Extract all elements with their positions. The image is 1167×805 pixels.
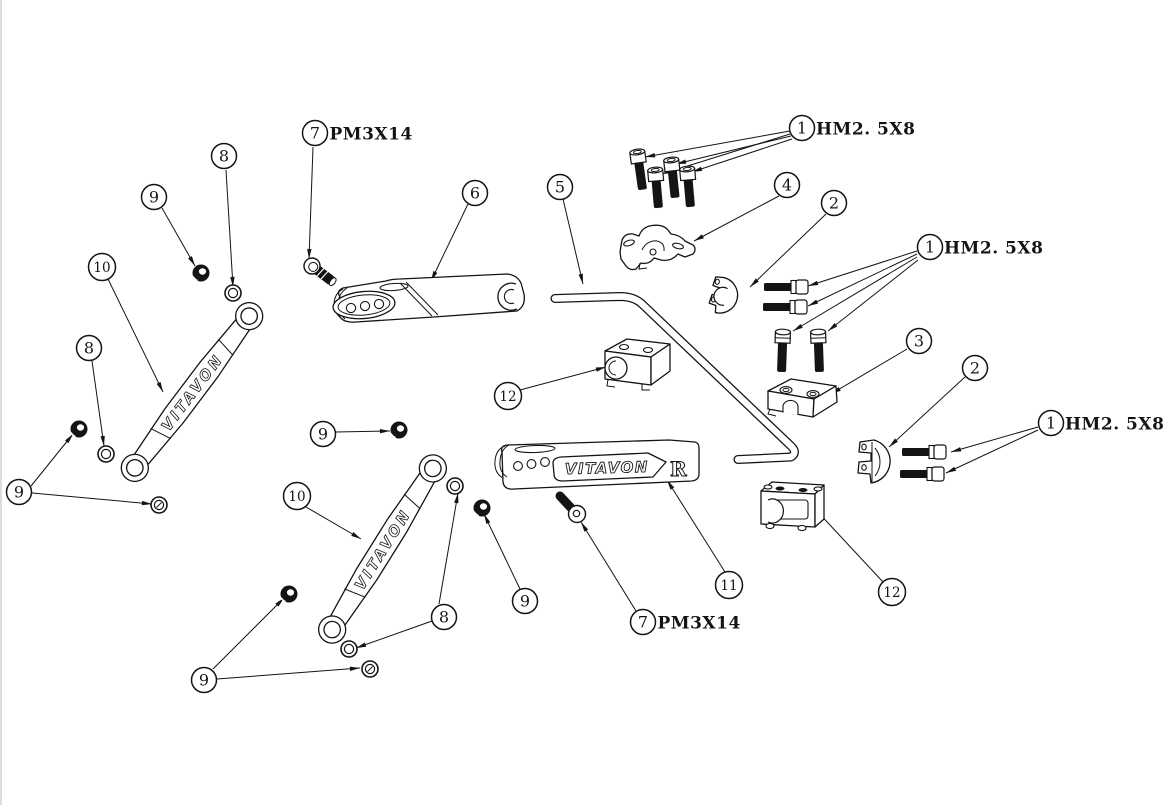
svg-text:1: 1 (797, 119, 807, 138)
link-lower-engraving: VITAVON (353, 507, 415, 594)
callout-9-top-left: 9 (140, 183, 168, 211)
svg-text:2: 2 (829, 194, 839, 213)
callout-8-left: 8 (75, 334, 103, 362)
svg-text:8: 8 (439, 608, 449, 627)
part-7-screw-pm3x14-bottom (555, 491, 587, 524)
part-12-rod-clamp-upper (604, 338, 671, 391)
svg-text:9: 9 (149, 188, 159, 207)
svg-text:HM2. 5X8: HM2. 5X8 (944, 239, 1043, 259)
callout-8-top-left: 8 (210, 142, 238, 170)
callout-10-lower: 10 (282, 481, 312, 511)
part-9-bushings (70, 264, 491, 603)
svg-text:12: 12 (499, 389, 516, 405)
part-10-link-upper: VITAVON (120, 301, 264, 483)
callout-5: 5 (546, 173, 574, 201)
svg-text:7: 7 (310, 124, 320, 143)
callout-3: 3 (905, 327, 933, 355)
part-12-rod-clamp-lower (760, 481, 825, 532)
svg-text:8: 8 (84, 339, 94, 358)
svg-text:PM3X14: PM3X14 (330, 125, 413, 145)
part-11-servo-horn-drawing: VITAVON R (494, 439, 700, 490)
callout-9-bottom: 9 (190, 666, 218, 694)
svg-text:6: 6 (470, 184, 480, 203)
svg-text:4: 4 (782, 176, 792, 195)
leader-lines (30, 130, 1039, 680)
arm-right-marker: R (670, 457, 687, 481)
svg-text:11: 11 (720, 578, 737, 594)
callout-9-left-edge: 9 (5, 478, 33, 506)
callout-7-pm3x14-top: 7 PM3X14 (301, 119, 413, 147)
callout-1-hm25x8-top: 1 HM2. 5X8 (788, 114, 915, 142)
part-2-servo-saver-half-lower (857, 439, 891, 484)
callout-7-pm3x14-bottom: 7 PM3X14 (629, 608, 741, 636)
part-5-bent-rod-drawing (550, 292, 799, 464)
part-4-mount-drawing (619, 224, 696, 271)
callout-12-upper: 12 (493, 381, 523, 411)
svg-text:10: 10 (93, 260, 110, 276)
callout-1-hm25x8-bottom-right: 1 HM2. 5X8 (1037, 409, 1164, 437)
svg-text:9: 9 (199, 671, 209, 690)
part-10-link-lower: VITAVON (318, 454, 447, 644)
svg-text:2: 2 (970, 359, 980, 378)
callouts: 7 PM3X14 8 9 10 6 5 1 HM2. 5X8 (5, 114, 1164, 694)
arm-badge-engraving: VITAVON (565, 458, 649, 478)
svg-text:PM3X14: PM3X14 (658, 614, 741, 634)
part-8-washers (97, 284, 464, 678)
svg-text:9: 9 (14, 483, 24, 502)
part-2-servo-saver-half-upper (708, 276, 739, 314)
callout-12-lower: 12 (877, 577, 907, 607)
callout-11: 11 (714, 570, 744, 600)
callout-9-mid: 9 (309, 420, 337, 448)
callout-6: 6 (461, 179, 489, 207)
svg-text:12: 12 (883, 585, 900, 601)
part-1-screws-bottom-cluster (900, 444, 947, 482)
part-7-screw-pm3x14-top (303, 257, 337, 287)
svg-text:3: 3 (914, 332, 924, 351)
link-upper-engraving: VITAVON (159, 351, 227, 434)
svg-text:HM2. 5X8: HM2. 5X8 (816, 120, 915, 140)
svg-text:10: 10 (288, 489, 305, 505)
callout-10-upper: 10 (87, 252, 117, 282)
svg-text:HM2. 5X8: HM2. 5X8 (1065, 415, 1164, 435)
callout-9-right-mid: 9 (511, 587, 539, 615)
callout-2-lower: 2 (961, 354, 989, 382)
part-6-arm-drawing (332, 273, 525, 323)
callout-2-upper: 2 (820, 189, 848, 217)
part-3-clamp-drawing (767, 378, 838, 418)
svg-text:9: 9 (520, 592, 530, 611)
svg-text:9: 9 (318, 425, 328, 444)
svg-text:1: 1 (1046, 414, 1056, 433)
callout-8-bottom-mid: 8 (430, 603, 458, 631)
svg-text:5: 5 (555, 178, 565, 197)
part-1-screws-top-cluster (629, 148, 697, 209)
callout-1-hm25x8-right: 1 HM2. 5X8 (916, 233, 1043, 261)
part-1-screws-mid-cluster (763, 279, 827, 373)
svg-text:7: 7 (638, 613, 648, 632)
svg-text:8: 8 (219, 147, 229, 166)
svg-text:1: 1 (925, 238, 935, 257)
callout-4: 4 (773, 171, 801, 199)
